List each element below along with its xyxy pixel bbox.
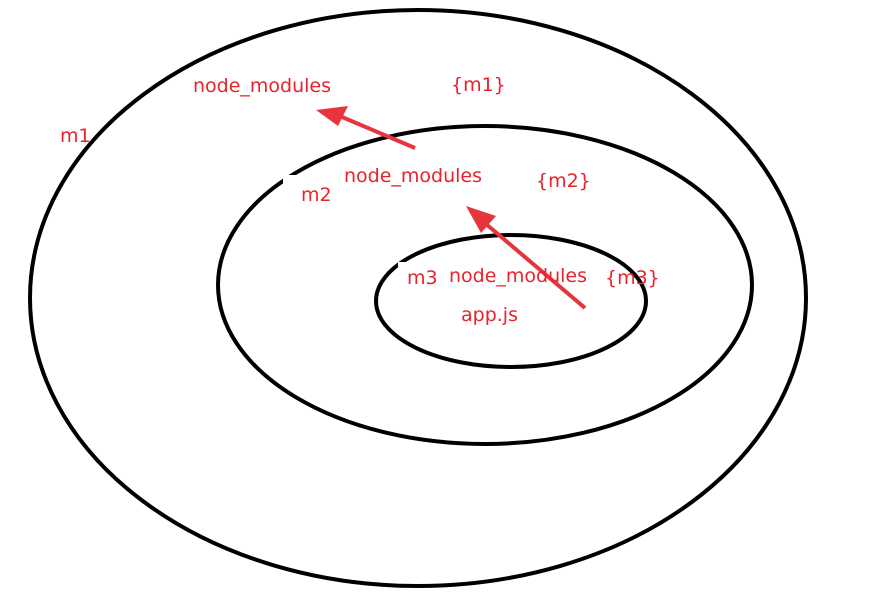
outer-ring-m1 [28,8,808,588]
label-m3: m3 [407,267,438,289]
label-m1: m1 [60,125,91,147]
arrow-m3-to-m2 [466,206,587,310]
ring-gap-m2 [283,175,303,199]
label-contents-m3: {m3} [605,267,660,289]
label-node-modules-m2: node_modules [344,165,482,187]
label-m2: m2 [301,184,332,206]
label-contents-m1: {m1} [451,74,506,96]
label-node-modules-m1: node_modules [193,75,331,97]
label-app-js: app.js [461,304,518,326]
label-node-modules-m3: node_modules [449,265,587,287]
ring-gap-m3 [398,262,442,290]
label-contents-m2: {m2} [536,170,591,192]
arrow-m2-to-m1 [316,106,416,150]
inner-ring-m3 [374,233,648,369]
middle-ring-m2 [216,124,754,446]
